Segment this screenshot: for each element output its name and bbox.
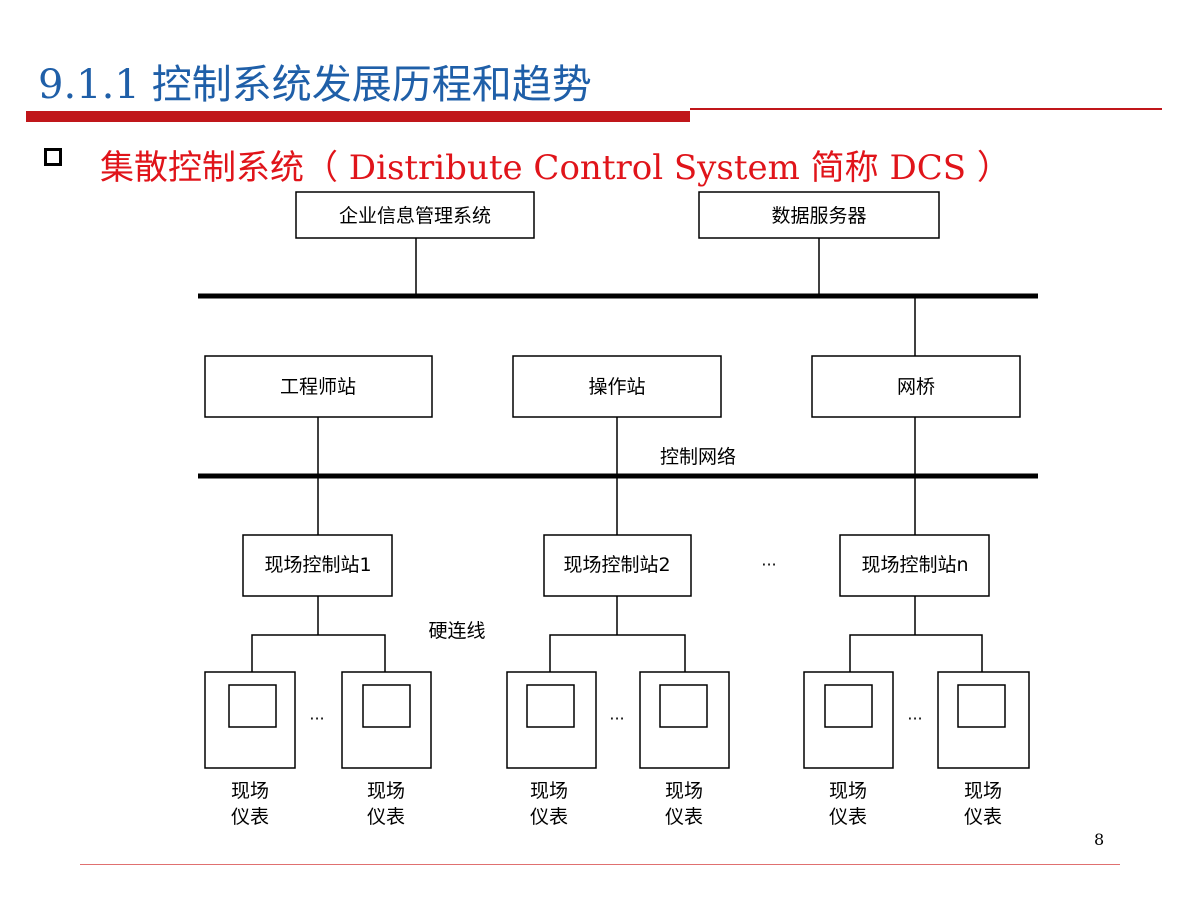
field-instrument-box xyxy=(639,671,730,769)
instrument-caption-line1: 现场 xyxy=(829,780,867,802)
instrument-display xyxy=(957,684,1006,728)
instrument-caption-line1: 现场 xyxy=(665,780,703,802)
hardwire-tree-3 xyxy=(849,634,983,672)
field-station-1-label: 现场控制站1 xyxy=(264,554,371,576)
instrument-caption-line1: 现场 xyxy=(964,780,1002,802)
section-number: 9.1.1 xyxy=(38,62,140,108)
footer-rule xyxy=(80,864,1120,865)
hardwire-tree-1 xyxy=(251,634,386,672)
title-text: 控制系统发展历程和趋势 xyxy=(151,62,592,108)
instrument-display xyxy=(824,684,873,728)
instrument-display xyxy=(362,684,411,728)
data-server-label: 数据服务器 xyxy=(771,205,866,227)
field-instrument-box xyxy=(204,671,296,769)
engineer-station-label: 工程师站 xyxy=(280,376,356,398)
instrument-ellipsis: ··· xyxy=(907,709,922,728)
instrument-caption-line2: 仪表 xyxy=(829,806,867,828)
instrument-caption-line1: 现场 xyxy=(367,780,405,802)
field-instrument-box xyxy=(937,671,1030,769)
bridge-label: 网桥 xyxy=(897,376,935,398)
field-instrument-box xyxy=(803,671,894,769)
instrument-display xyxy=(526,684,575,728)
title-accent-bar xyxy=(26,111,690,122)
subtitle: 集散控制系统（ Distribute Control System 简称 DCS… xyxy=(100,148,1011,188)
field-station-ellipsis: ··· xyxy=(761,555,776,574)
instrument-display xyxy=(228,684,277,728)
instrument-ellipsis: ··· xyxy=(309,709,324,728)
instrument-display xyxy=(659,684,708,728)
title-rule xyxy=(690,108,1162,110)
field-instrument-box xyxy=(506,671,597,769)
instrument-caption-line2: 仪表 xyxy=(367,806,405,828)
hardwire-tree-2 xyxy=(549,634,686,672)
enterprise-system-label: 企业信息管理系统 xyxy=(339,205,491,227)
instrument-caption-line2: 仪表 xyxy=(231,806,269,828)
instrument-caption-line1: 现场 xyxy=(231,780,269,802)
operator-station-label: 操作站 xyxy=(588,376,645,398)
page-number: 8 xyxy=(1094,830,1105,849)
bullet-square-icon xyxy=(44,148,62,166)
field-instrument-box xyxy=(341,671,432,769)
enterprise-system-box xyxy=(295,191,535,239)
field-station-2-label: 现场控制站2 xyxy=(563,554,670,576)
hardwire-label: 硬连线 xyxy=(428,620,485,642)
instrument-caption-line2: 仪表 xyxy=(964,806,1002,828)
instrument-ellipsis: ··· xyxy=(609,709,624,728)
control-network-label: 控制网络 xyxy=(660,446,736,468)
field-station-n-label: 现场控制站n xyxy=(861,554,968,576)
instrument-caption-line2: 仪表 xyxy=(530,806,568,828)
instrument-caption-line2: 仪表 xyxy=(665,806,703,828)
instrument-caption-line1: 现场 xyxy=(530,780,568,802)
bridge-box xyxy=(811,355,1021,418)
